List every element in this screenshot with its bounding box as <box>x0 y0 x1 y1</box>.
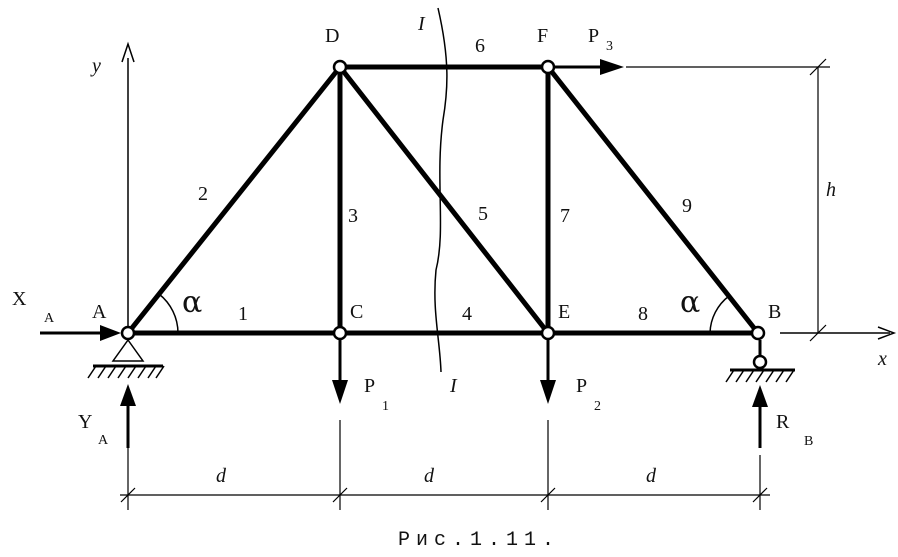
force-p2-label: P <box>576 375 587 397</box>
y-axis <box>121 41 135 335</box>
angle-label-a: α <box>182 285 202 320</box>
angle-arc-a <box>158 293 179 334</box>
member-label-7: 7 <box>560 205 570 227</box>
member-label-3: 3 <box>348 205 358 227</box>
member-label-5: 5 <box>478 203 488 225</box>
node-label-c: C <box>350 301 363 323</box>
angle-arc-b <box>709 295 730 334</box>
dim-label-d1: d <box>216 465 227 487</box>
dim-label-d2: d <box>424 465 435 487</box>
truss-members <box>125 64 761 336</box>
force-p2-sub: 2 <box>594 399 601 414</box>
node-label-b: B <box>768 301 781 323</box>
force-rb-label: R <box>776 411 790 433</box>
dim-label-h: h <box>826 179 836 201</box>
x-axis-label: x <box>877 348 887 370</box>
force-p3-sub: 3 <box>606 39 613 54</box>
joint-e <box>540 325 556 341</box>
force-ya-label: Y <box>78 411 92 433</box>
pin-support-a <box>87 338 165 379</box>
member-9-line <box>545 64 761 336</box>
y-axis-label: y <box>90 55 101 77</box>
force-xa-arrow <box>40 325 121 341</box>
joint-c <box>332 325 348 341</box>
node-label-d: D <box>325 25 339 47</box>
member-label-9: 9 <box>682 195 692 217</box>
member-label-6: 6 <box>475 35 485 57</box>
node-label-f: F <box>537 25 548 47</box>
section-label-bottom: I <box>449 375 458 397</box>
joint-b <box>750 325 766 341</box>
x-axis <box>780 326 897 340</box>
force-rb-arrow <box>752 385 768 448</box>
member-label-8: 8 <box>638 303 648 325</box>
joints <box>120 59 766 341</box>
member-5-line <box>337 64 551 336</box>
node-label-e: E <box>558 301 570 323</box>
roller-support-b <box>725 340 795 383</box>
force-p1-label: P <box>364 375 375 397</box>
member-label-4: 4 <box>462 303 472 325</box>
force-p2-arrow <box>540 340 556 404</box>
force-p1-sub: 1 <box>382 399 389 414</box>
force-p1-arrow <box>332 340 348 404</box>
joint-f <box>540 59 556 75</box>
force-rb-sub: B <box>804 434 813 449</box>
section-label-top: I <box>417 13 426 35</box>
member-label-1: 1 <box>238 303 248 325</box>
dimension-h <box>626 58 830 342</box>
force-p3-label: P <box>588 25 599 47</box>
joint-d <box>332 59 348 75</box>
dimension-d <box>120 420 770 510</box>
member-2-line <box>125 64 343 336</box>
force-ya-sub: A <box>98 433 109 448</box>
dim-label-d3: d <box>646 465 657 487</box>
force-xa-label: X <box>12 288 27 310</box>
angle-label-b: α <box>680 285 700 320</box>
member-label-2: 2 <box>198 183 208 205</box>
force-xa-sub: A <box>44 311 55 326</box>
joint-a <box>120 325 136 341</box>
section-line <box>434 7 448 373</box>
node-label-a: A <box>92 301 107 323</box>
force-p3-arrow <box>554 59 624 75</box>
figure-caption: Рис.1.11. <box>398 529 560 552</box>
